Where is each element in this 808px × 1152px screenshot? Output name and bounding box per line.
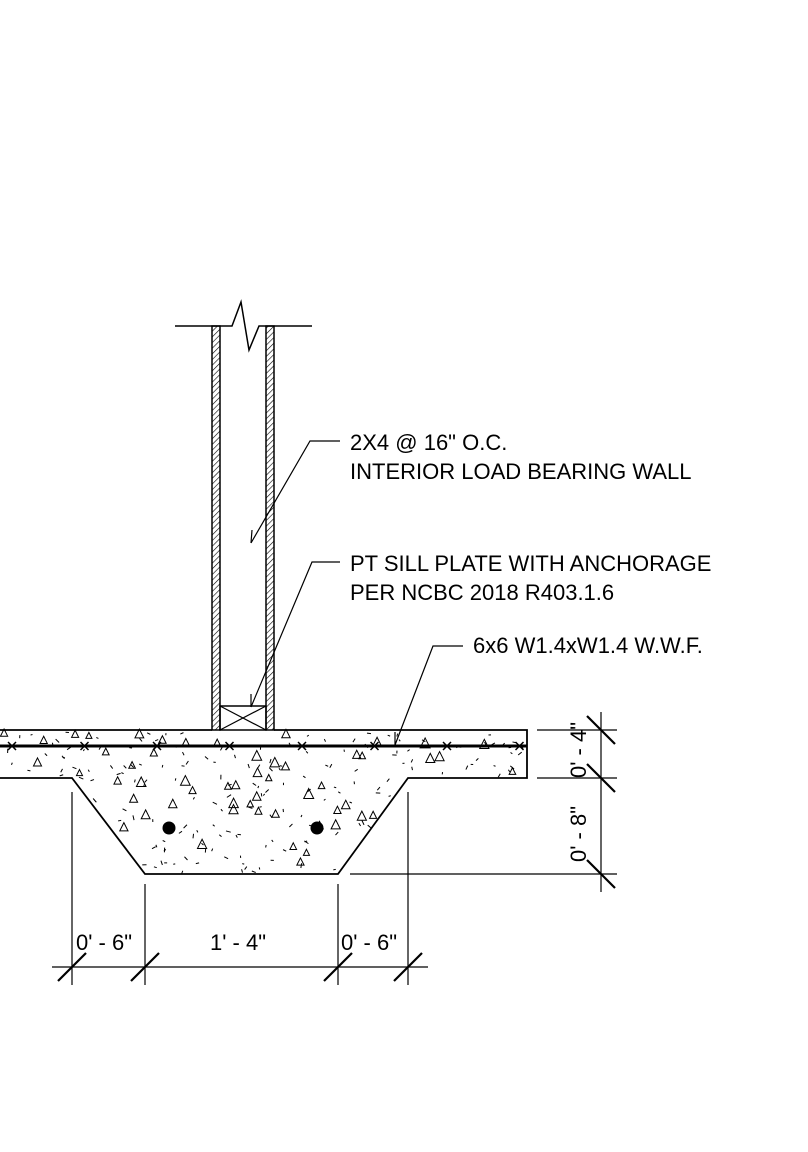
mesh-leader xyxy=(394,645,463,746)
rebar-left xyxy=(162,821,176,835)
dim-slab-thickness: 0' - 4" xyxy=(566,722,591,778)
wall-leader xyxy=(250,440,340,544)
sill-plate xyxy=(219,705,267,731)
sill-leader xyxy=(250,561,340,708)
sill-note-line1: PT SILL PLATE WITH ANCHORAGE xyxy=(350,551,711,576)
dim-footing-depth: 0' - 8" xyxy=(566,806,591,862)
concrete-stipple xyxy=(0,727,524,875)
wall-note-line1: 2X4 @ 16" O.C. xyxy=(350,430,507,455)
wall-left-sheathing xyxy=(211,325,221,731)
wall-break-line xyxy=(175,299,312,353)
sill-note-line2: PER NCBC 2018 R403.1.6 xyxy=(350,580,614,605)
dim-left-taper: 0' - 6" xyxy=(76,930,132,955)
slab-footing-outline xyxy=(0,729,528,875)
dim-right-taper: 0' - 6" xyxy=(341,930,397,955)
horizontal-dimension-lines xyxy=(52,792,428,985)
wall-right-sheathing xyxy=(265,325,275,731)
vertical-dimension-lines xyxy=(350,712,617,892)
mesh-note: 6x6 W1.4xW1.4 W.W.F. xyxy=(473,633,703,658)
dim-bottom-width: 1' - 4" xyxy=(210,930,266,955)
wwf-mesh-crosses xyxy=(7,741,525,751)
rebar-right xyxy=(310,821,324,835)
wall-note-line2: INTERIOR LOAD BEARING WALL xyxy=(350,459,691,484)
